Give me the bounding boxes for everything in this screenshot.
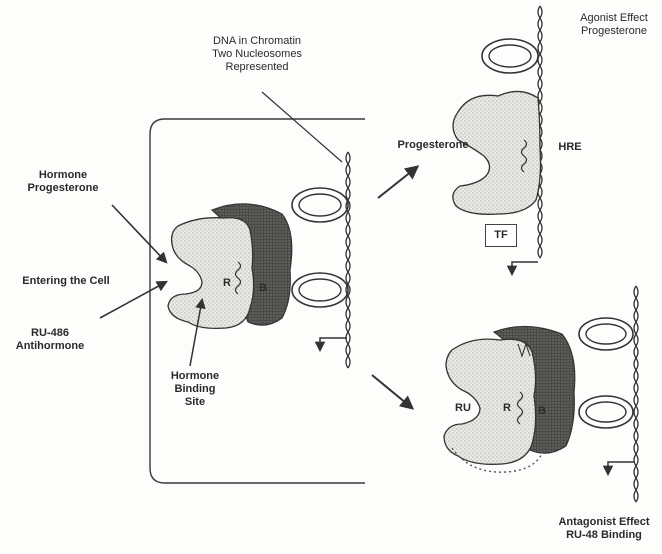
nucleosome-antagonist-upper: [579, 318, 633, 350]
arrow-agonist: [378, 167, 417, 198]
dna-chromatin-line1: DNA in Chromatin: [192, 35, 322, 48]
dna-chromatin-label: DNA in Chromatin Two Nucleosomes Represe…: [192, 35, 322, 74]
hormone-text: Hormone: [18, 169, 108, 182]
dna-strand-cell: [346, 152, 350, 368]
nucleosome-agonist: [482, 39, 538, 73]
tf-box: TF: [485, 224, 517, 247]
receptor-r-right: R: [500, 402, 514, 415]
agonist-effect-text: Agonist Effect: [574, 12, 654, 25]
receptor-agonist: [453, 91, 541, 214]
arrow-antagonist: [372, 375, 412, 408]
receptor-b-right: B: [535, 405, 549, 418]
antihormone-text: Antihormone: [10, 340, 90, 353]
transcription-start-antagonist: [608, 462, 634, 474]
transcription-start-agonist: [512, 262, 538, 274]
binding-line2: Binding: [160, 383, 230, 396]
nucleosome-cell-lower: [292, 273, 348, 307]
dna-chromatin-line3: Represented: [192, 61, 322, 74]
antagonist-effect-label: Antagonist Effect RU-48 Binding: [548, 516, 660, 542]
receptor-left: [168, 218, 254, 329]
hormone-progesterone-label: Hormone Progesterone: [18, 169, 108, 195]
hormone-binding-site-label: Hormone Binding Site: [160, 370, 230, 409]
nucleosome-cell-upper: [292, 188, 348, 222]
agonist-effect-label: Agonist Effect Progesterone: [574, 12, 654, 38]
entering-cell-label: Entering the Cell: [10, 275, 122, 288]
nucleosome-antagonist-lower: [579, 396, 633, 428]
binding-line1: Hormone: [160, 370, 230, 383]
ru486-text: RU-486: [10, 327, 90, 340]
arrow-dna-pointer: [262, 92, 342, 162]
ru-label: RU: [452, 402, 474, 415]
arrow-hormone: [112, 205, 166, 262]
receptor-r-left: R: [220, 277, 234, 290]
antagonist-line2: RU-48 Binding: [548, 529, 660, 542]
progesterone-bound-label: Progesterone: [388, 139, 478, 152]
binding-line3: Site: [160, 396, 230, 409]
ru486-label: RU-486 Antihormone: [10, 327, 90, 353]
dna-strand-antagonist: [634, 286, 638, 502]
agonist-progesterone-text: Progesterone: [574, 25, 654, 38]
dna-chromatin-line2: Two Nucleosomes: [192, 48, 322, 61]
hre-label: HRE: [552, 141, 588, 154]
transcription-start-cell: [320, 338, 347, 350]
receptor-b-left: B: [256, 282, 270, 295]
hormone-progesterone-text: Progesterone: [18, 182, 108, 195]
antagonist-line1: Antagonist Effect: [548, 516, 660, 529]
